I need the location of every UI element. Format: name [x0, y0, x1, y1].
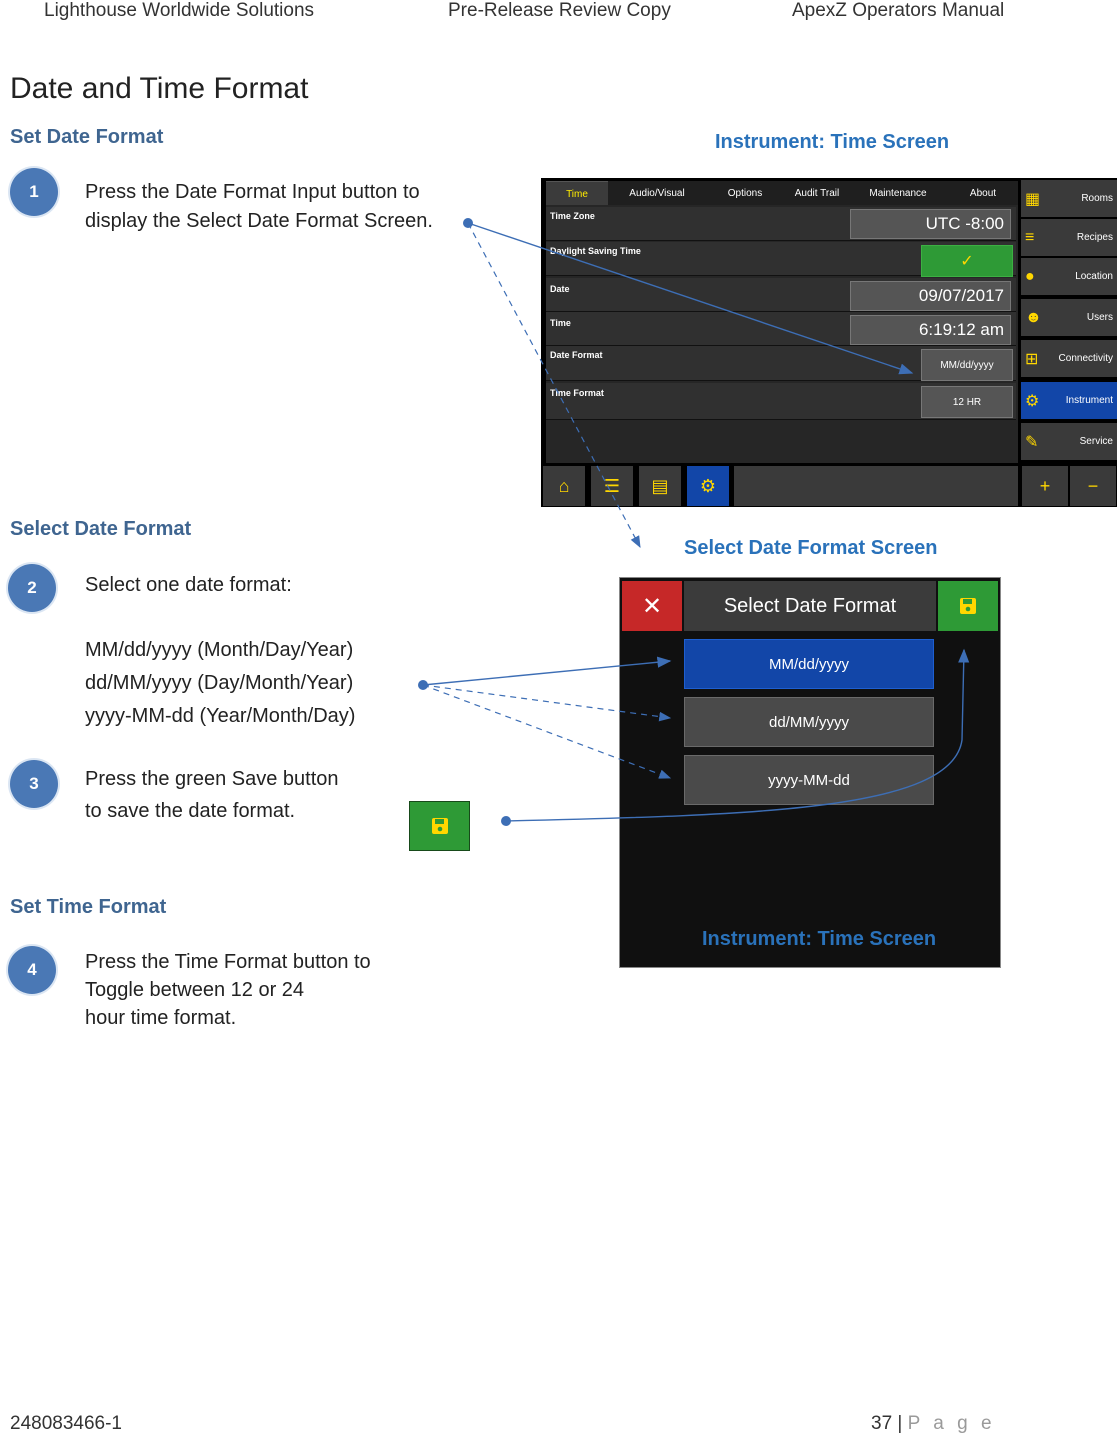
- caption-select-date-screen: Select Date Format Screen: [684, 537, 938, 559]
- sidebar-item-instrument[interactable]: ⚙ Instrument: [1021, 382, 1117, 420]
- format-line: dd/MM/yyyy (Day/Month/Year): [85, 672, 354, 694]
- sidebar-item-label: Connectivity: [1058, 353, 1113, 364]
- page-separator: |: [897, 1413, 903, 1434]
- step-1-text: Press the Date Format Input button to di…: [85, 178, 433, 236]
- sidebar-item-rooms[interactable]: ▦ Rooms: [1021, 180, 1117, 218]
- dialog-title: Select Date Format: [684, 581, 936, 631]
- close-icon: ✕: [641, 592, 663, 620]
- step-badge-4: 4: [8, 946, 56, 994]
- arrow-date-format: [463, 218, 914, 549]
- step-3-line: to save the date format.: [85, 800, 296, 822]
- users-icon: ☻: [1025, 308, 1042, 326]
- zoom-in-button[interactable]: +: [1022, 466, 1068, 506]
- sidebar-item-label: Users: [1086, 312, 1113, 323]
- option-dd-mm-yyyy[interactable]: dd/MM/yyyy: [684, 697, 934, 747]
- step-2-formats: MM/dd/yyyy (Month/Day/Year) dd/MM/yyyy (…: [85, 634, 355, 733]
- tab-options[interactable]: Options: [727, 187, 763, 199]
- network-icon: ⊞: [1025, 350, 1039, 368]
- step-4-line: hour time format.: [85, 1007, 237, 1029]
- floppy-icon: [431, 818, 448, 834]
- time-format-button[interactable]: 12 HR: [921, 386, 1013, 418]
- wrench-icon: ✎: [1025, 433, 1039, 451]
- tab-about[interactable]: About: [969, 187, 997, 199]
- step-badge-3: 3: [10, 760, 58, 808]
- sidebar-item-users[interactable]: ☻ Users: [1021, 299, 1117, 337]
- step-2-intro: Select one date format:: [85, 574, 292, 596]
- tab-time[interactable]: Time: [546, 181, 608, 206]
- gear-chip-icon: ⚙: [1025, 392, 1040, 410]
- home-icon[interactable]: ⌂: [543, 466, 585, 506]
- sidebar-item-service[interactable]: ✎ Service: [1021, 423, 1117, 461]
- option-yyyy-mm-dd[interactable]: yyyy-MM-dd: [684, 755, 934, 805]
- list-icon[interactable]: ☰: [591, 466, 633, 506]
- bottom-bar: [734, 466, 1018, 506]
- header-copy: Pre-Release Review Copy: [448, 0, 671, 21]
- date-label: Date: [550, 284, 570, 294]
- tab-audit-trail[interactable]: Audit Trail: [794, 187, 840, 199]
- step-4-text: Press the Time Format button to Toggle b…: [85, 948, 371, 1032]
- close-button[interactable]: ✕: [622, 581, 682, 631]
- time-format-label: Time Format: [550, 388, 604, 398]
- sidebar-item-label: Recipes: [1076, 232, 1113, 243]
- time-zone-label: Time Zone: [550, 211, 595, 221]
- tab-bar: Time Audio/Visual Options Audit Trail Ma…: [546, 181, 1018, 206]
- sidebar-item-label: Rooms: [1081, 193, 1113, 204]
- save-button[interactable]: [938, 581, 998, 631]
- time-zone-field[interactable]: UTC -8:00: [850, 209, 1011, 239]
- daylight-saving-toggle[interactable]: ✓: [921, 245, 1013, 277]
- document-icon[interactable]: ▤: [639, 466, 681, 506]
- step-1-line: Press the Date Format Input button to: [85, 181, 420, 203]
- date-format-label: Date Format: [550, 350, 603, 360]
- arrow-save: [501, 648, 970, 826]
- page-number: 37 | P a g e: [871, 1413, 996, 1435]
- step-3-text: Press the green Save button to save the …: [85, 763, 339, 827]
- format-line: yyyy-MM-dd (Year/Month/Day): [85, 705, 356, 727]
- date-format-button[interactable]: MM/dd/yyyy: [921, 349, 1013, 381]
- header-company: Lighthouse Worldwide Solutions: [44, 0, 315, 21]
- section-set-date-format: Set Date Format: [10, 126, 164, 148]
- caption-instrument-time: Instrument: Time Screen: [715, 131, 950, 153]
- header-manual: ApexZ Operators Manual: [792, 0, 1005, 21]
- option-mm-dd-yyyy[interactable]: MM/dd/yyyy: [684, 639, 934, 689]
- section-select-date-format: Select Date Format: [10, 518, 192, 540]
- sidebar-item-location[interactable]: ● Location: [1021, 258, 1117, 296]
- step-1-line: display the Select Date Format Screen.: [85, 210, 433, 232]
- page-number-value: 37: [871, 1413, 893, 1434]
- doc-number: 248083466-1: [10, 1413, 122, 1434]
- arrow-format-options: [418, 656, 672, 779]
- tab-maintenance[interactable]: Maintenance: [869, 187, 927, 199]
- step-4-line: Toggle between 12 or 24: [85, 979, 305, 1001]
- sidebar-item-recipes[interactable]: ≡ Recipes: [1021, 219, 1117, 257]
- pin-icon: ●: [1025, 267, 1035, 285]
- zoom-out-button[interactable]: −: [1070, 466, 1116, 506]
- step-badge-1: 1: [10, 168, 58, 216]
- daylight-saving-label: Daylight Saving Time: [550, 246, 641, 256]
- gear-icon[interactable]: ⚙: [687, 466, 729, 506]
- sidebar-item-label: Service: [1079, 436, 1113, 447]
- save-button-sample: [409, 801, 470, 851]
- sidebar-item-connectivity[interactable]: ⊞ Connectivity: [1021, 340, 1117, 378]
- page-word: P a g e: [907, 1413, 996, 1434]
- sidebar-item-label: Location: [1075, 271, 1113, 282]
- building-icon: ▦: [1025, 190, 1041, 208]
- caption-dialog-bottom: Instrument: Time Screen: [702, 928, 937, 950]
- step-badge-2: 2: [8, 564, 56, 612]
- list-arrow-icon: ≡: [1025, 228, 1035, 246]
- step-3-line: Press the green Save button: [85, 768, 339, 790]
- format-line: MM/dd/yyyy (Month/Day/Year): [85, 639, 354, 661]
- section-set-time-format: Set Time Format: [10, 896, 167, 918]
- page-title: Date and Time Format: [10, 72, 309, 105]
- date-field[interactable]: 09/07/2017: [850, 281, 1011, 311]
- step-4-line: Press the Time Format button to: [85, 951, 371, 973]
- time-field[interactable]: 6:19:12 am: [850, 315, 1011, 345]
- time-label: Time: [550, 318, 571, 328]
- floppy-icon: [960, 598, 976, 614]
- tab-audio-visual[interactable]: Audio/Visual: [629, 187, 685, 199]
- sidebar-item-label: Instrument: [1065, 395, 1113, 406]
